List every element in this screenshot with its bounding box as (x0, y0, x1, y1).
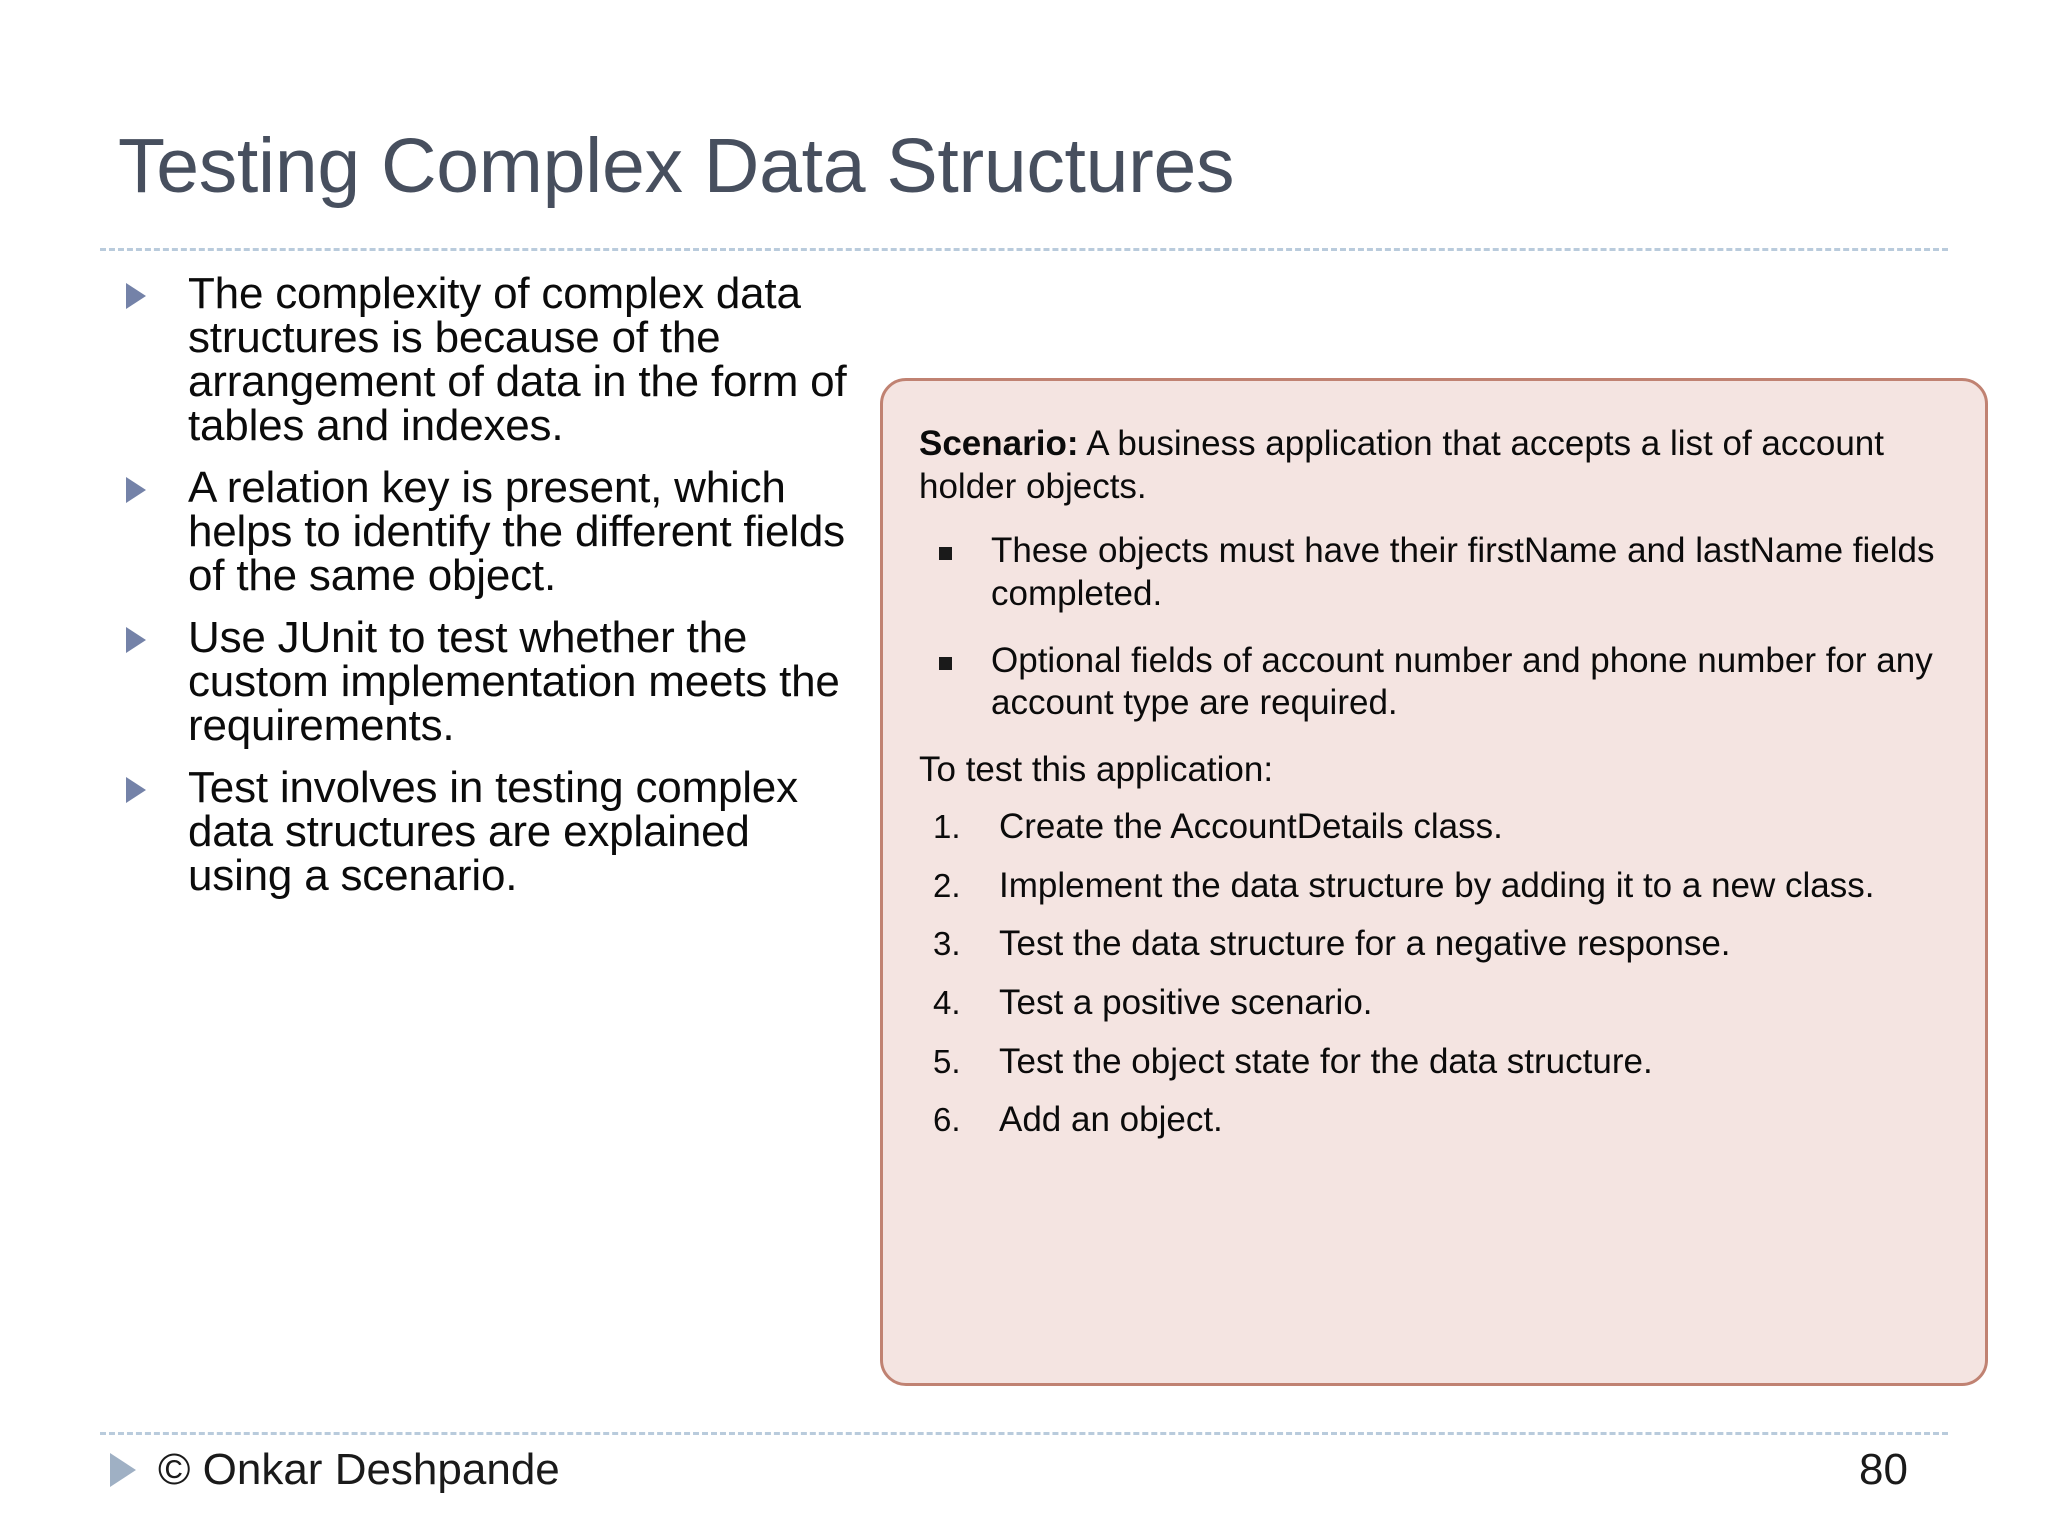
square-bullet-icon (939, 547, 952, 561)
list-item: Optional fields of account number and ph… (915, 640, 1945, 725)
bullet-text: Use JUnit to test whether the custom imp… (188, 613, 840, 750)
step-number: 1. (933, 807, 961, 845)
page-number: 80 (1859, 1445, 1908, 1494)
triangle-bullet-icon (110, 1453, 136, 1487)
steps-heading: To test this application: (919, 750, 1274, 790)
step-number: 2. (933, 866, 961, 904)
footer-divider (100, 1432, 1948, 1435)
step-text: Create the AccountDetails class. (999, 806, 1503, 846)
requirement-text: These objects must have their firstName … (991, 531, 1935, 614)
list-item: The complexity of complex data structure… (110, 272, 850, 448)
step-number: 6. (933, 1101, 961, 1139)
triangle-bullet-icon (126, 627, 146, 653)
list-item: Test involves in testing complex data st… (110, 766, 850, 898)
list-item: 6. Add an object. (915, 1099, 1945, 1142)
triangle-bullet-icon (126, 777, 146, 803)
title-divider (100, 248, 1948, 251)
list-item: Use JUnit to test whether the custom imp… (110, 616, 850, 748)
list-item: 3. Test the data structure for a negativ… (915, 923, 1945, 966)
requirement-text: Optional fields of account number and ph… (991, 640, 1933, 723)
scenario-description: A business application that accepts a li… (919, 424, 1884, 506)
step-text: Test the object state for the data struc… (999, 1041, 1653, 1081)
page-title: Testing Complex Data Structures (118, 123, 1235, 209)
scenario-panel: Scenario: A business application that ac… (880, 378, 1988, 1386)
step-number: 4. (933, 983, 961, 1021)
list-item: 4. Test a positive scenario. (915, 982, 1945, 1025)
scenario-label: Scenario: (919, 424, 1079, 463)
step-number: 5. (933, 1042, 961, 1080)
step-text: Test a positive scenario. (999, 982, 1373, 1022)
footer: © Onkar Deshpande (110, 1448, 560, 1492)
scenario-lead: Scenario: A business application that ac… (919, 423, 1945, 508)
step-text: Add an object. (999, 1100, 1223, 1140)
list-item: These objects must have their firstName … (915, 530, 1945, 615)
step-number: 3. (933, 925, 961, 963)
step-text: Test the data structure for a negative r… (999, 924, 1731, 964)
left-bullet-list: The complexity of complex data structure… (110, 272, 850, 916)
list-item: 5. Test the object state for the data st… (915, 1041, 1945, 1084)
title-area: Testing Complex Data Structures (118, 128, 1938, 246)
step-text: Implement the data structure by adding i… (999, 865, 1875, 905)
triangle-bullet-icon (126, 283, 146, 309)
square-bullet-icon (939, 656, 952, 670)
list-item: A relation key is present, which helps t… (110, 466, 850, 598)
triangle-bullet-icon (126, 477, 146, 503)
bullet-text: A relation key is present, which helps t… (188, 463, 845, 600)
list-item: 2. Implement the data structure by addin… (915, 865, 1945, 908)
bullet-text: The complexity of complex data structure… (188, 269, 847, 450)
copyright-text: © Onkar Deshpande (158, 1445, 560, 1494)
list-item: 1. Create the AccountDetails class. (915, 806, 1945, 849)
bullet-text: Test involves in testing complex data st… (188, 763, 798, 900)
